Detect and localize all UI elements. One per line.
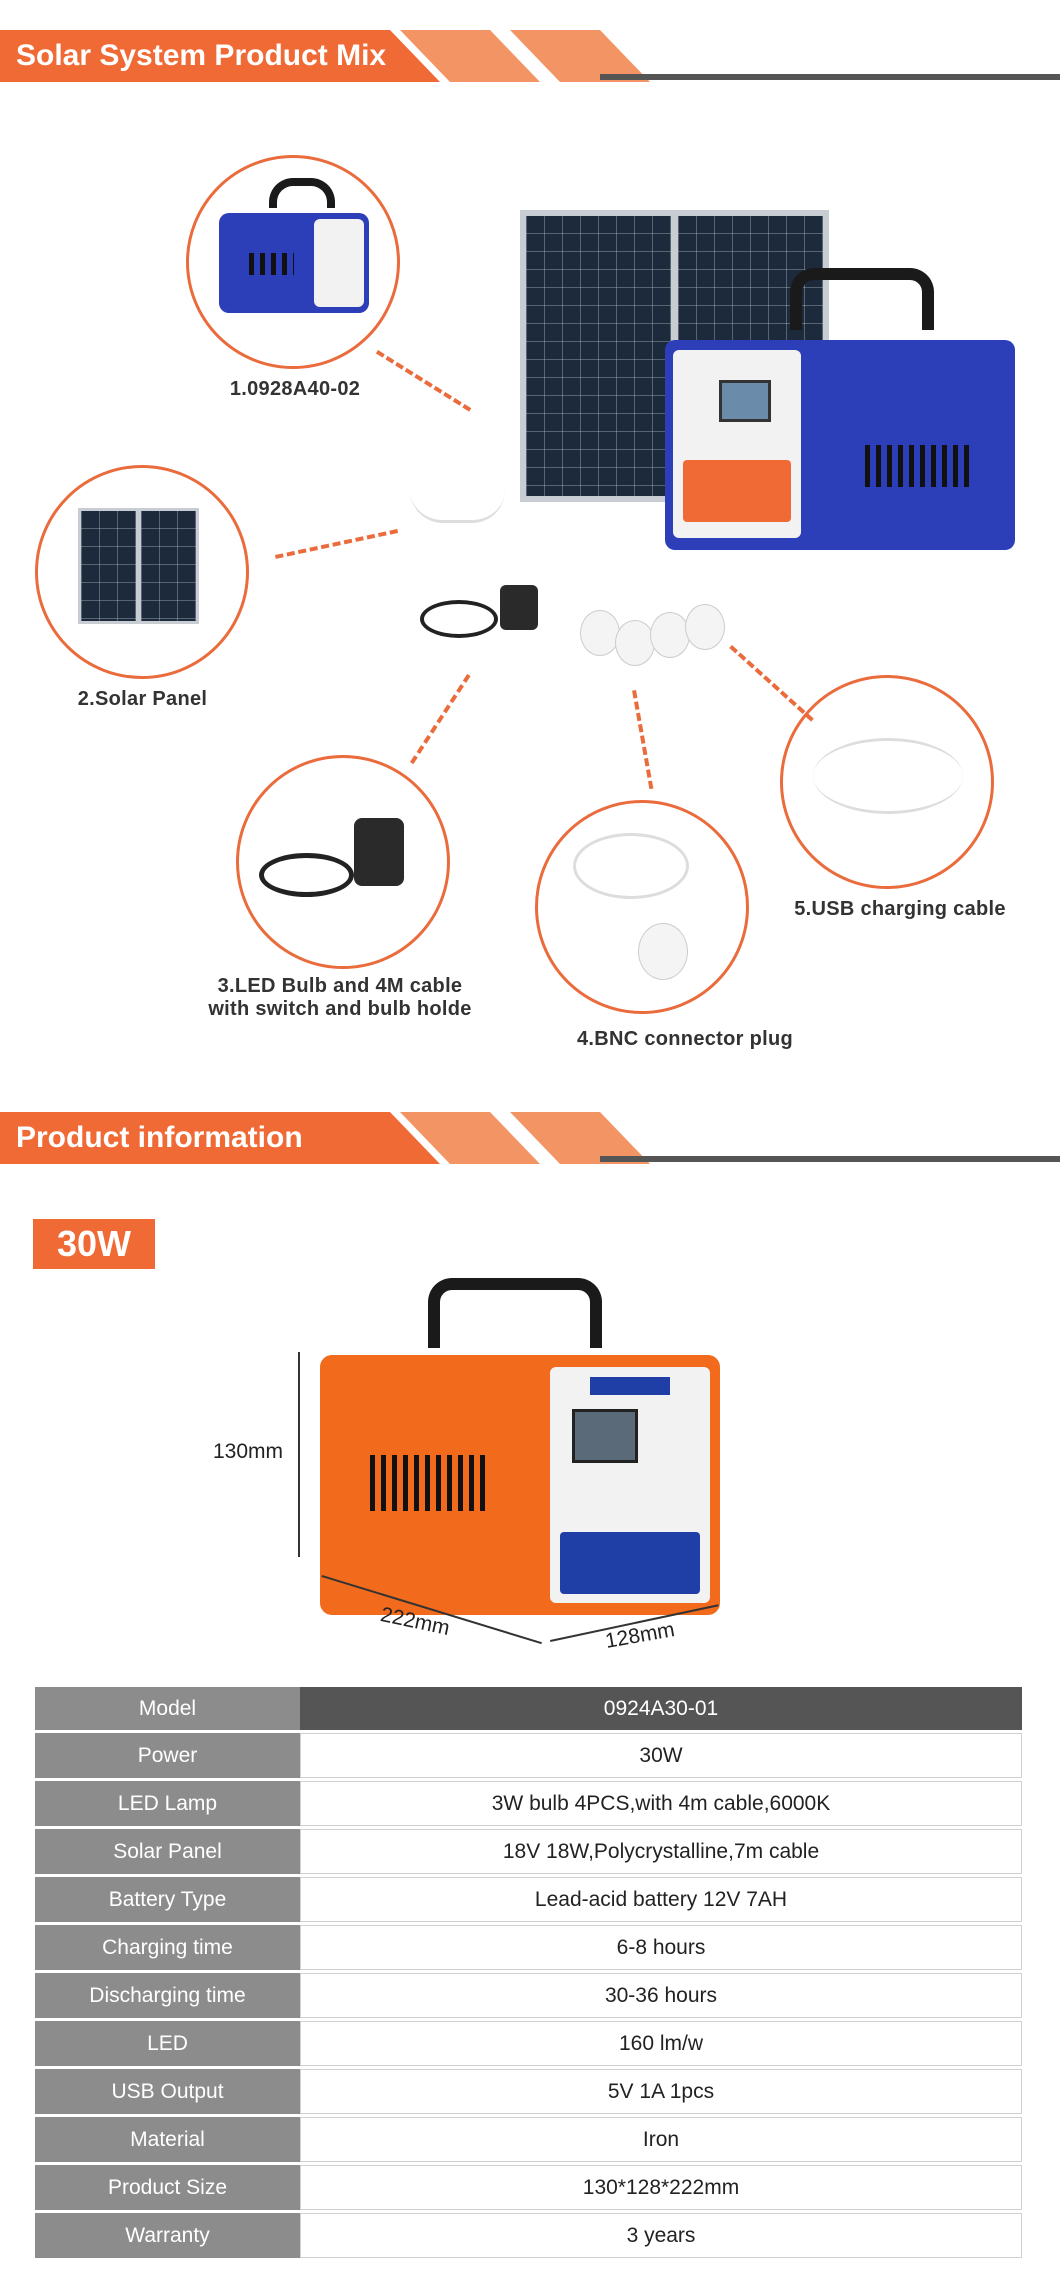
power-adapter-image [500, 585, 538, 630]
item-circle-bnc-plug [535, 800, 749, 1014]
callout-line [632, 690, 654, 790]
adapter-cable-image [420, 600, 498, 638]
item-circle-adapter [236, 755, 450, 969]
spec-key: Material [35, 2117, 300, 2162]
item-circle-control-box [186, 155, 400, 369]
item-label-bnc-plug: 4.BNC connector plug [576, 1028, 793, 1050]
section-banner-product-info: Product information [0, 1112, 1060, 1164]
bulb-image [580, 610, 620, 656]
spec-value: 3W bulb 4PCS,with 4m cable,6000K [300, 1781, 1022, 1826]
spec-value: Iron [300, 2117, 1022, 2162]
spec-value: 0924A30-01 [300, 1687, 1022, 1730]
bulb-image [650, 612, 690, 658]
spec-value: Lead-acid battery 12V 7AH [300, 1877, 1022, 1922]
item-label-led-bulb: 3.LED Bulb and 4M cable with switch and … [208, 975, 472, 1020]
callout-line [410, 673, 471, 765]
spec-key: Battery Type [35, 1877, 300, 1922]
spec-value: 18V 18W,Polycrystalline,7m cable [300, 1829, 1022, 1874]
item-circle-usb-cable [780, 675, 994, 889]
dimension-width: 128mm [603, 1618, 677, 1653]
orange-solar-unit-image [320, 1355, 720, 1615]
solar-panel-image [520, 210, 677, 502]
section-title: Solar System Product Mix [16, 39, 387, 72]
callout-line [275, 529, 399, 559]
item-circle-solar-panel [35, 465, 249, 679]
spec-key: Solar Panel [35, 1829, 300, 1874]
carry-handle [428, 1278, 602, 1348]
bulb-image [685, 604, 725, 650]
section-banner-product-mix: Solar System Product Mix [0, 30, 1060, 82]
spec-key: Discharging time [35, 1973, 300, 2018]
spec-value: 160 lm/w [300, 2021, 1022, 2066]
carry-handle [790, 268, 934, 330]
vent-grille [865, 445, 975, 487]
spec-key: LED Lamp [35, 1781, 300, 1826]
power-badge: 30W [33, 1219, 155, 1269]
spec-key: Warranty [35, 2213, 300, 2258]
spec-key: USB Output [35, 2069, 300, 2114]
item-label-solar-panel: 2.Solar Panel [77, 688, 208, 710]
spec-value: 30W [300, 1733, 1022, 1778]
spec-value: 130*128*222mm [300, 2165, 1022, 2210]
spec-key: Charging time [35, 1925, 300, 1970]
spec-value: 6-8 hours [300, 1925, 1022, 1970]
spec-key: Product Size [35, 2165, 300, 2210]
spec-value: 5V 1A 1pcs [300, 2069, 1022, 2114]
section-title: Product information [16, 1121, 303, 1154]
blue-solar-unit-image [665, 340, 1015, 550]
spec-value: 3 years [300, 2213, 1022, 2258]
dimension-line-height [298, 1352, 300, 1557]
dimension-height: 130mm [213, 1440, 284, 1463]
spec-key: LED [35, 2021, 300, 2066]
vent-grille [370, 1455, 490, 1511]
voltage-meter [572, 1409, 638, 1463]
usb-cable-image [410, 490, 505, 523]
item-label-usb-cable: 5.USB charging cable [794, 898, 1006, 920]
spec-value: 30-36 hours [300, 1973, 1022, 2018]
voltage-meter [719, 380, 771, 422]
callout-line [729, 645, 814, 722]
spec-key: Power [35, 1733, 300, 1778]
bulb-image [615, 620, 655, 666]
spec-key: Model [35, 1687, 300, 1730]
item-label-control-box: 1.0928A40-02 [229, 378, 361, 400]
